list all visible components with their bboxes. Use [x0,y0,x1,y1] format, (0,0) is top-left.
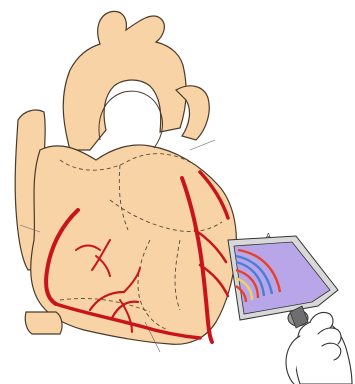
aortic-arch [63,11,186,150]
leader-line-1 [190,140,215,150]
aortic-root-curve [99,91,163,148]
probe-label: A [266,233,271,240]
inferior-vena-cava [25,312,62,334]
